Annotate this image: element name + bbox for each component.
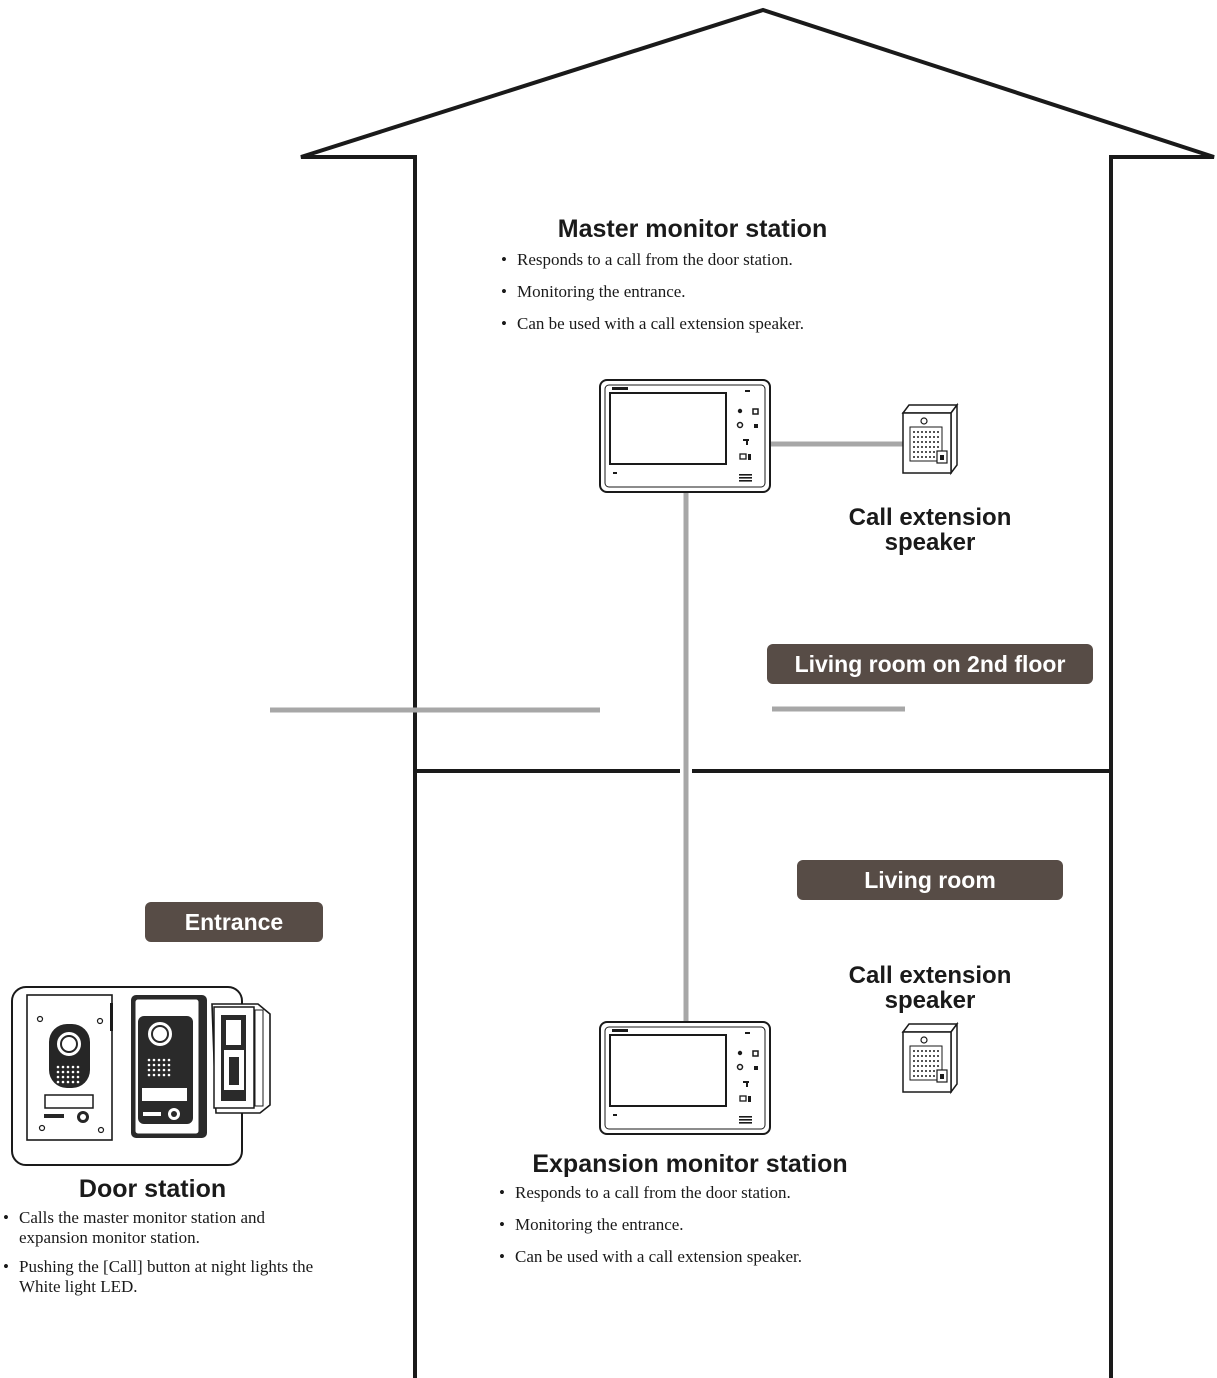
room-tag-lower: Living room <box>797 860 1063 900</box>
list-item: Responds to a call from the door station… <box>496 1183 916 1203</box>
speaker-label-line: Call extension <box>848 962 1012 989</box>
list-item: Monitoring the entrance. <box>496 1215 916 1235</box>
list-item: Pushing the [Call] button at night light… <box>0 1257 320 1297</box>
door-station-title: Door station <box>78 1175 227 1203</box>
list-item: Monitoring the entrance. <box>498 282 918 302</box>
door-station-bullets: Calls the master monitor station and exp… <box>0 1208 320 1306</box>
house-outline <box>300 7 1215 1378</box>
call-extension-speaker-icon <box>902 1023 958 1093</box>
list-item: Can be used with a call extension speake… <box>496 1247 916 1267</box>
expansion-monitor-icon <box>599 1021 771 1135</box>
room-tag-entrance: Entrance <box>145 902 323 942</box>
speaker-label-line: Call extension <box>848 504 1012 531</box>
list-item: Calls the master monitor station and exp… <box>0 1208 320 1248</box>
call-extension-speaker-icon <box>902 404 958 474</box>
list-item: Responds to a call from the door station… <box>498 250 918 270</box>
speaker-label-line: speaker <box>884 987 976 1014</box>
speaker-label-line: speaker <box>884 529 976 556</box>
master-monitor-title: Master monitor station <box>557 215 828 243</box>
expansion-monitor-title: Expansion monitor station <box>532 1150 848 1178</box>
master-monitor-bullets: Responds to a call from the door station… <box>498 250 918 346</box>
expansion-monitor-bullets: Responds to a call from the door station… <box>496 1183 916 1279</box>
door-station-icon <box>11 986 271 1166</box>
call-extension-speaker-label: Call extension speaker <box>800 505 1060 555</box>
master-monitor-icon <box>599 379 771 493</box>
room-tag-upper: Living room on 2nd floor <box>767 644 1093 684</box>
call-extension-speaker-label: Call extension speaker <box>800 963 1060 1013</box>
list-item: Can be used with a call extension speake… <box>498 314 918 334</box>
